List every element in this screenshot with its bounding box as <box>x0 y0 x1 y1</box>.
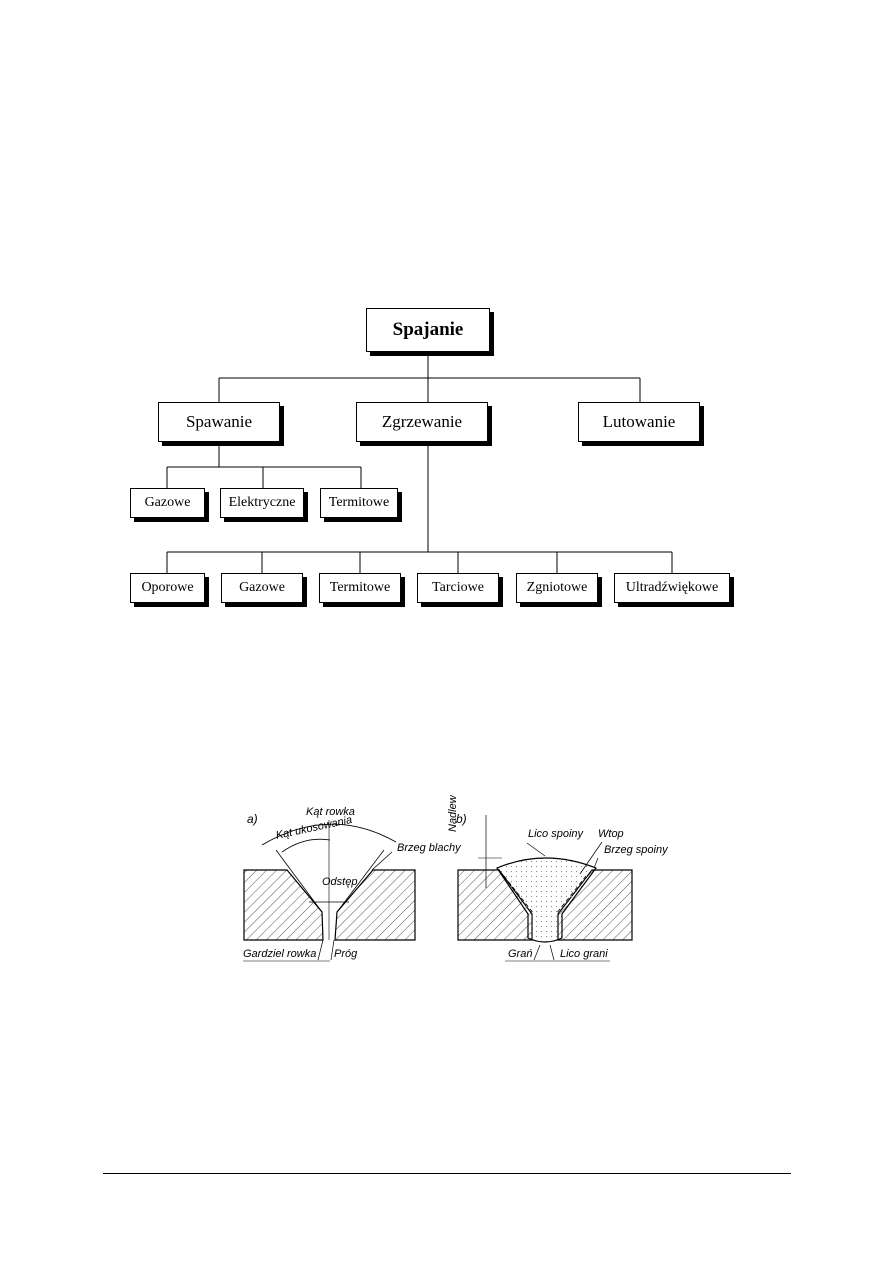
node-zgrzewanie-termitowe: Termitowe <box>319 573 401 603</box>
label-gardziel-rowka: Gardziel rowka <box>243 948 317 960</box>
groove-diagram <box>243 820 416 962</box>
node-zgrzewanie-oporowe: Oporowe <box>130 573 205 603</box>
panel-a-letter: a) <box>247 812 258 826</box>
label-kat-rowka: Kąt rowka <box>306 806 355 818</box>
node-zgrzewanie-ultradzwiekowe: Ultradźwiękowe <box>614 573 730 603</box>
weld-diagram <box>457 815 633 962</box>
weld-joint-figure: a) Kąt rowka Kąt ukosowania Brzeg blachy… <box>0 790 893 980</box>
label-nadlew: Nadlew <box>447 795 459 832</box>
node-spawanie-gazowe: Gazowe <box>130 488 205 518</box>
label-lico-spoiny: Lico spoiny <box>528 828 584 840</box>
label-lico-grani: Lico grani <box>560 948 608 960</box>
node-zgrzewanie: Zgrzewanie <box>356 402 488 442</box>
label-wtop: Wtop <box>598 828 624 840</box>
panel-b-letter: b) <box>456 812 467 826</box>
weld-drawing <box>243 815 633 962</box>
node-zgrzewanie-gazowe: Gazowe <box>221 573 303 603</box>
label-odstep: Odstęp <box>322 876 358 888</box>
joining-methods-tree: Spajanie Spawanie Zgrzewanie Lutowanie G… <box>130 308 730 603</box>
node-zgrzewanie-tarciowe: Tarciowe <box>417 573 499 603</box>
node-spawanie-elektryczne: Elektryczne <box>220 488 304 518</box>
label-brzeg-spoiny: Brzeg spoiny <box>604 844 668 856</box>
node-spawanie: Spawanie <box>158 402 280 442</box>
label-gran: Grań <box>508 948 533 960</box>
label-brzeg-blachy: Brzeg blachy <box>397 842 461 854</box>
node-spajanie: Spajanie <box>366 308 490 352</box>
node-zgrzewanie-zgniotowe: Zgniotowe <box>516 573 598 603</box>
node-lutowanie: Lutowanie <box>578 402 700 442</box>
label-prog: Próg <box>334 948 358 960</box>
tree-connectors <box>166 352 673 573</box>
node-spawanie-termitowe: Termitowe <box>320 488 398 518</box>
footer-rule <box>103 1173 791 1174</box>
